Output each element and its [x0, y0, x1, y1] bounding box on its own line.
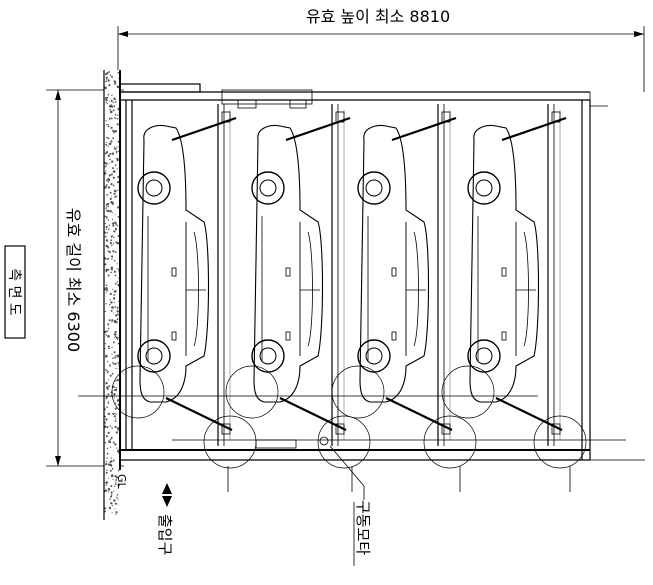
parking-structure-frame	[119, 83, 645, 461]
drive-motor-label: 구동모타	[354, 500, 372, 555]
car-silhouette	[137, 124, 210, 403]
length-dimension: 유효 길이 최소 6300	[46, 89, 124, 467]
leader-lines	[227, 445, 571, 500]
drive-motor-callout: 구동모타	[353, 500, 372, 566]
view-title: 측 면 도	[6, 268, 22, 316]
ground-line-label: GL	[115, 474, 128, 490]
car-silhouette	[467, 124, 540, 403]
parking-bays	[111, 104, 587, 469]
entrance-marker: 출입구	[156, 483, 174, 555]
parking-bay	[331, 104, 477, 469]
parking-bay	[111, 104, 257, 469]
parking-bay	[441, 104, 587, 469]
reference-lines	[78, 395, 626, 441]
entrance-label: 출입구	[156, 514, 174, 555]
height-dimension: 유효 높이 최소 8810	[117, 7, 645, 92]
entrance-arrow-down-icon	[162, 496, 172, 507]
ground-hatch	[103, 71, 121, 515]
length-dimension-label: 유효 길이 최소 6300	[64, 208, 83, 352]
height-dimension-label: 유효 높이 최소 8810	[306, 7, 450, 26]
ground-wall	[103, 70, 121, 520]
entrance-arrow-up-icon	[162, 483, 172, 494]
car-silhouette	[251, 124, 324, 403]
view-title-box: 측 면 도	[4, 245, 26, 339]
car-silhouette	[357, 124, 430, 403]
parking-bay	[225, 104, 371, 469]
